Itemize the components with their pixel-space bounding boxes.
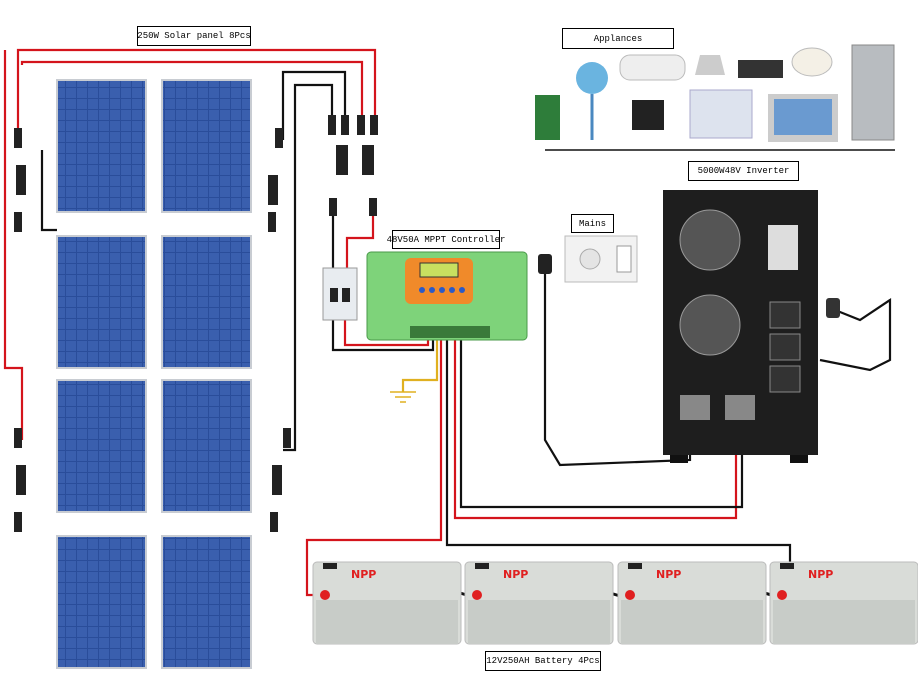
positive-wire-outer — [16, 48, 377, 140]
negative-wire-b — [283, 83, 334, 452]
battery-neg-wire — [445, 340, 792, 570]
washing-machine — [689, 89, 753, 139]
solar-panel — [161, 379, 252, 513]
battery: NPP — [617, 561, 767, 645]
positive-wire-lower — [3, 50, 24, 440]
solar-panel-label: 250W Solar panel 8Pcs — [137, 26, 251, 46]
controller-pv-pos — [345, 215, 375, 268]
solar-panel — [161, 235, 252, 369]
negative-wire-a — [281, 70, 347, 140]
solar-panel — [56, 535, 147, 669]
solar-panels — [56, 79, 252, 669]
battery-logo: NPP — [808, 568, 833, 581]
battery-label: 12V250AH Battery 4Pcs — [485, 651, 601, 671]
output-cable — [819, 297, 892, 372]
mains-plug — [538, 254, 552, 274]
mains-socket — [538, 235, 638, 283]
solar-panel — [161, 535, 252, 669]
controller-label: 48V50A MPPT Controller — [387, 230, 505, 249]
battery-logo: NPP — [656, 568, 681, 581]
inverter — [663, 190, 840, 463]
water-heater — [619, 54, 686, 81]
appliances-label: Applances — [562, 28, 674, 49]
solar-panel — [161, 79, 252, 213]
kettle — [695, 55, 725, 75]
inverter-pos-wire — [453, 340, 738, 520]
appliances — [535, 44, 895, 142]
panel-links — [40, 150, 57, 232]
mains-label: Mains — [571, 214, 614, 233]
induction-cooker — [738, 60, 783, 78]
ground-symbol — [390, 391, 416, 403]
inverter-neg-wire — [459, 340, 744, 509]
solar-panel — [56, 79, 147, 213]
inverter-plug — [826, 298, 840, 318]
battery: NPP — [312, 561, 462, 645]
fan — [576, 62, 608, 94]
battery: NPP — [464, 561, 614, 645]
computer — [632, 100, 664, 130]
ground-wire — [401, 340, 439, 392]
solar-panel — [56, 235, 147, 369]
rice-cooker — [791, 47, 833, 77]
battery-logo: NPP — [503, 568, 528, 581]
batteries: NPP NPP NPP NPP — [312, 561, 918, 645]
solar-panel — [56, 379, 147, 513]
dc-breaker — [322, 267, 358, 321]
mppt-controller — [366, 251, 528, 341]
controller-pv-pos2 — [343, 320, 430, 347]
positive-wire-inner — [20, 60, 364, 130]
battery-logo: NPP — [351, 568, 376, 581]
water-pump — [535, 95, 560, 140]
battery: NPP — [769, 561, 918, 645]
refrigerator — [851, 44, 895, 141]
inverter-label: 5000W48V Inverter — [688, 161, 799, 181]
battery-pos-wire — [305, 340, 443, 597]
mc4-connectors — [14, 115, 378, 532]
